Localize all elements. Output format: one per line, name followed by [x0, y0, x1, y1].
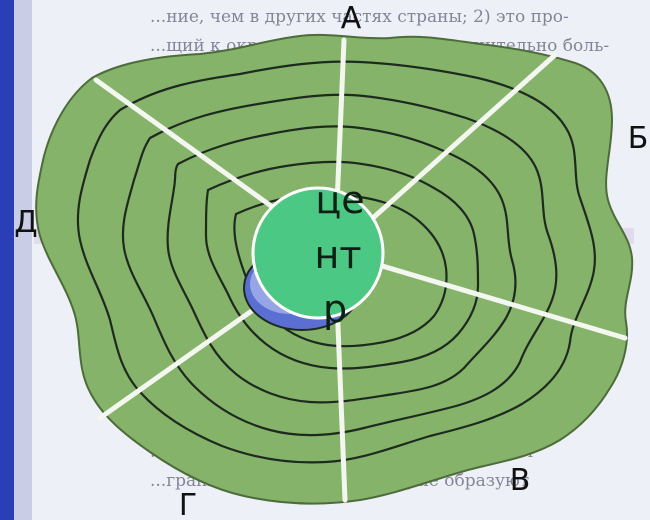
region-label-a: А — [341, 1, 362, 36]
page-left-edge-shade — [14, 0, 32, 520]
contour-ring-4 — [204, 160, 480, 370]
region-label-d: Д — [14, 205, 37, 240]
center-label-line-1: це — [315, 178, 364, 222]
center-circle — [251, 186, 385, 320]
divider-b-v — [332, 249, 628, 341]
background-text-line: ...ние, чем в других частях страны; 2) э… — [150, 7, 569, 27]
contour-ring-2 — [121, 93, 558, 437]
region-label-b: Б — [628, 121, 649, 156]
contour-ring-3 — [166, 125, 517, 404]
region-label-g: Г — [179, 488, 197, 520]
center-label-line-3: р — [323, 287, 347, 331]
contour-ring-1 — [76, 60, 596, 464]
center-label-line-2: нт — [315, 233, 362, 277]
region-label-v: В — [510, 463, 531, 498]
